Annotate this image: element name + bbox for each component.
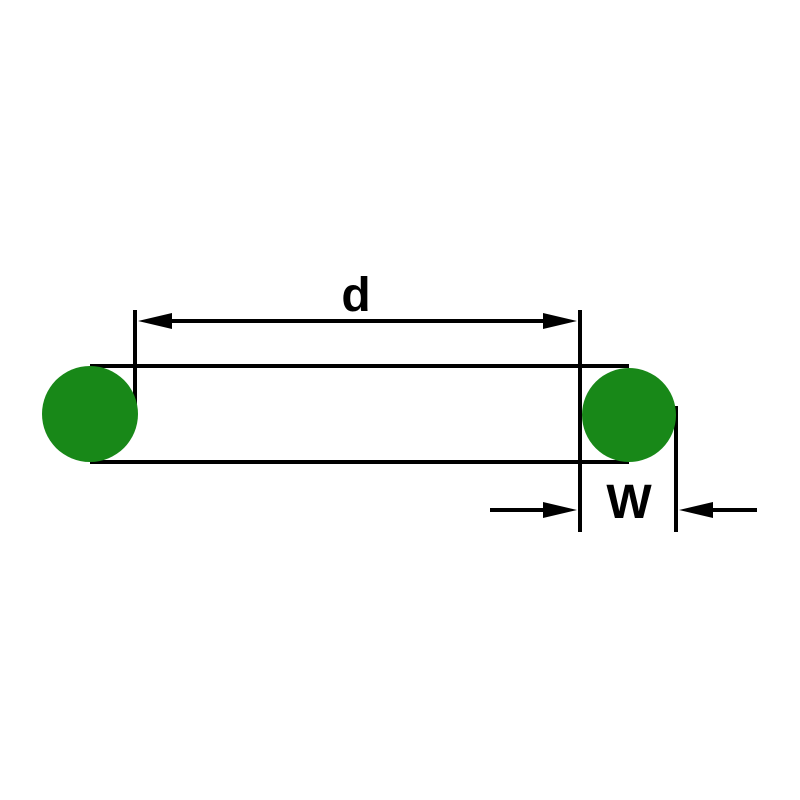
dimension-w-arrowhead-right <box>679 502 713 518</box>
dimension-w-arrowhead-left <box>543 502 577 518</box>
dimension-d-arrow <box>138 313 577 329</box>
dimension-w-arrows <box>490 502 757 518</box>
oring-cross-section-right <box>582 368 676 462</box>
dimension-d-arrowhead-right <box>543 313 577 329</box>
dimension-w-label: W <box>606 476 652 529</box>
dimension-d-label: d <box>341 269 370 322</box>
oring-cross-section-left <box>42 366 138 462</box>
dimension-d-arrowhead-left <box>138 313 172 329</box>
